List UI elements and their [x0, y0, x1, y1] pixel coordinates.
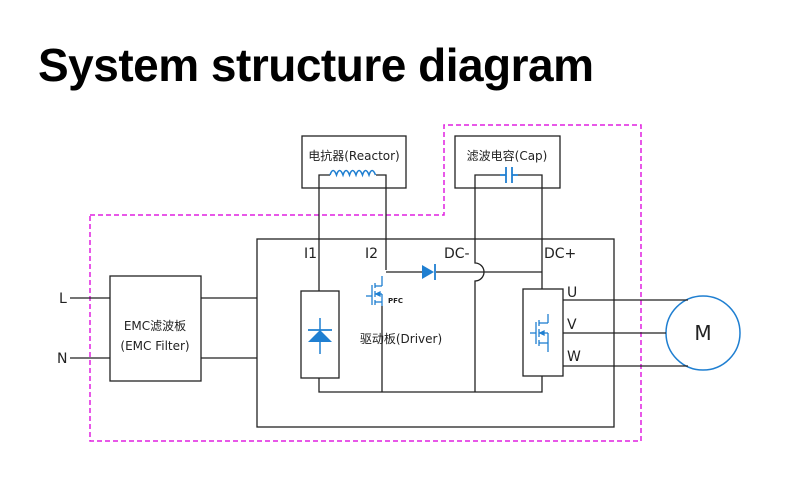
rectifier-box	[300, 290, 340, 379]
pin-label-i1: I1	[304, 246, 317, 262]
capacitor-icon	[500, 167, 518, 183]
pin-label-dc-minus: DC-	[444, 246, 470, 262]
page-title: System structure diagram	[38, 39, 594, 91]
cap-label: 滤波电容(Cap)	[467, 148, 548, 163]
inverter-icon	[530, 314, 549, 352]
output-label-u: U	[567, 285, 577, 301]
pin-label-i2: I2	[365, 246, 378, 262]
rectifier-icon	[308, 318, 332, 354]
pin-label-dc-plus: DC+	[544, 246, 576, 262]
emc-label-line2: (EMC Filter)	[120, 339, 189, 353]
mosfet-icon	[366, 276, 383, 306]
wiring	[70, 174, 688, 393]
emc-filter-box	[109, 275, 202, 382]
output-label-v: V	[567, 317, 577, 333]
system-boundary	[89, 124, 642, 442]
reactor-label: 电抗器(Reactor)	[308, 148, 399, 163]
motor-label: M	[694, 321, 711, 345]
output-label-w: W	[567, 349, 581, 365]
pfc-label: PFC	[388, 297, 403, 305]
driver-label: 驱动板(Driver)	[360, 332, 442, 346]
emc-label-line1: EMC滤波板	[124, 319, 186, 333]
diode-icon	[422, 264, 436, 280]
input-label-n: N	[57, 351, 67, 367]
inductor-icon	[329, 169, 377, 178]
input-label-l: L	[59, 291, 67, 307]
